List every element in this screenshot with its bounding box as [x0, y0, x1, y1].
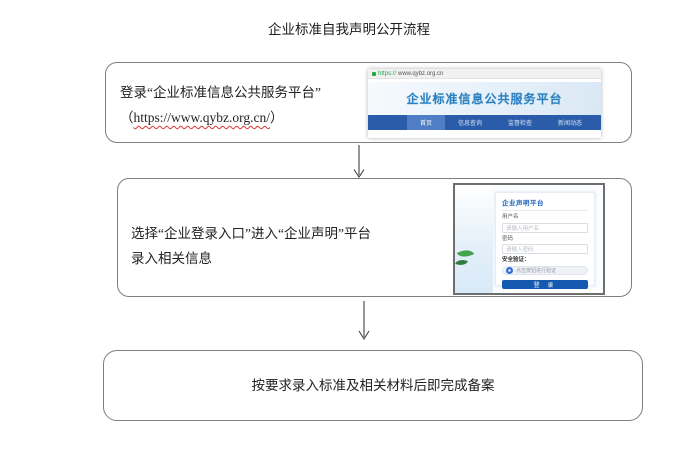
leaf-icon [456, 246, 475, 261]
platform-url: https://www.qybz.org.cn/ [133, 110, 271, 125]
step-2-line-2: 录入相关信息 [131, 251, 212, 266]
flow-arrow-1 [353, 145, 365, 178]
login-submit-button[interactable]: 登 录 [502, 279, 588, 289]
page-title: 企业标准自我声明公开流程 [268, 22, 430, 37]
login-left-decoration [455, 185, 493, 293]
step-1-line-1: 登录“企业标准信息公共服务平台” [120, 85, 321, 100]
step-1-text: 登录“企业标准信息公共服务平台” （https://www.qybz.org.c… [120, 80, 321, 130]
step-2-text: 选择“企业登录入口”进入“企业声明”平台 录入相关信息 [131, 221, 371, 271]
site-nav-news[interactable]: 新闻动态 [557, 121, 582, 127]
address-host: www.qybz.org.cn [398, 70, 444, 77]
password-label: 密码 [502, 235, 514, 242]
step-2-line-1: 选择“企业登录入口”进入“企业声明”平台 [131, 226, 371, 241]
site-banner: 企业标准信息公共服务平台 [368, 82, 601, 115]
browser-address-bar[interactable]: https:// www.qybz.org.cn [368, 69, 601, 79]
flow-step-1-box: 登录“企业标准信息公共服务平台” （https://www.qybz.org.c… [105, 62, 632, 143]
password-input[interactable]: 请输入密码 [502, 244, 588, 254]
captcha-label: 安全验证： [502, 257, 530, 263]
address-protocol: https:// [378, 70, 397, 77]
site-nav-info-query[interactable]: 信息查询 [457, 121, 482, 127]
login-form: 企业声明平台 用户名 请输入用户名 密码 请输入密码 安全验证： 点击按钮进行验… [495, 192, 595, 289]
site-banner-title: 企业标准信息公共服务平台 [406, 92, 563, 106]
captcha-hint-text: 点击按钮进行验证 [516, 267, 557, 274]
captcha-verify-button[interactable]: 点击按钮进行验证 [502, 265, 588, 275]
username-input[interactable]: 请输入用户名 [502, 222, 588, 233]
step-3-text: 按要求录入标准及相关材料后即完成备案 [251, 378, 495, 393]
leaf-icon [455, 257, 468, 268]
login-form-title: 企业声明平台 [502, 197, 588, 211]
site-nav-supervision[interactable]: 监督检查 [507, 121, 532, 127]
flow-arrow-2 [358, 301, 370, 341]
step-1-line-2: （https://www.qybz.org.cn/） [120, 110, 284, 125]
site-nav-bar: 首页 信息查询 监督检查 新闻动态 [368, 115, 601, 130]
captcha-circle-icon [506, 266, 513, 274]
ssl-lock-icon [372, 71, 376, 76]
website-screenshot: https:// www.qybz.org.cn 企业标准信息公共服务平台 首页… [368, 69, 601, 138]
flow-step-2-box: 选择“企业登录入口”进入“企业声明”平台 录入相关信息 企业声明平台 用户名 请… [117, 178, 632, 297]
username-label: 用户名 [502, 214, 519, 220]
flow-step-3-box: 按要求录入标准及相关材料后即完成备案 [103, 350, 643, 421]
site-nav-home[interactable]: 首页 [406, 115, 445, 130]
login-screenshot: 企业声明平台 用户名 请输入用户名 密码 请输入密码 安全验证： 点击按钮进行验… [453, 183, 605, 295]
